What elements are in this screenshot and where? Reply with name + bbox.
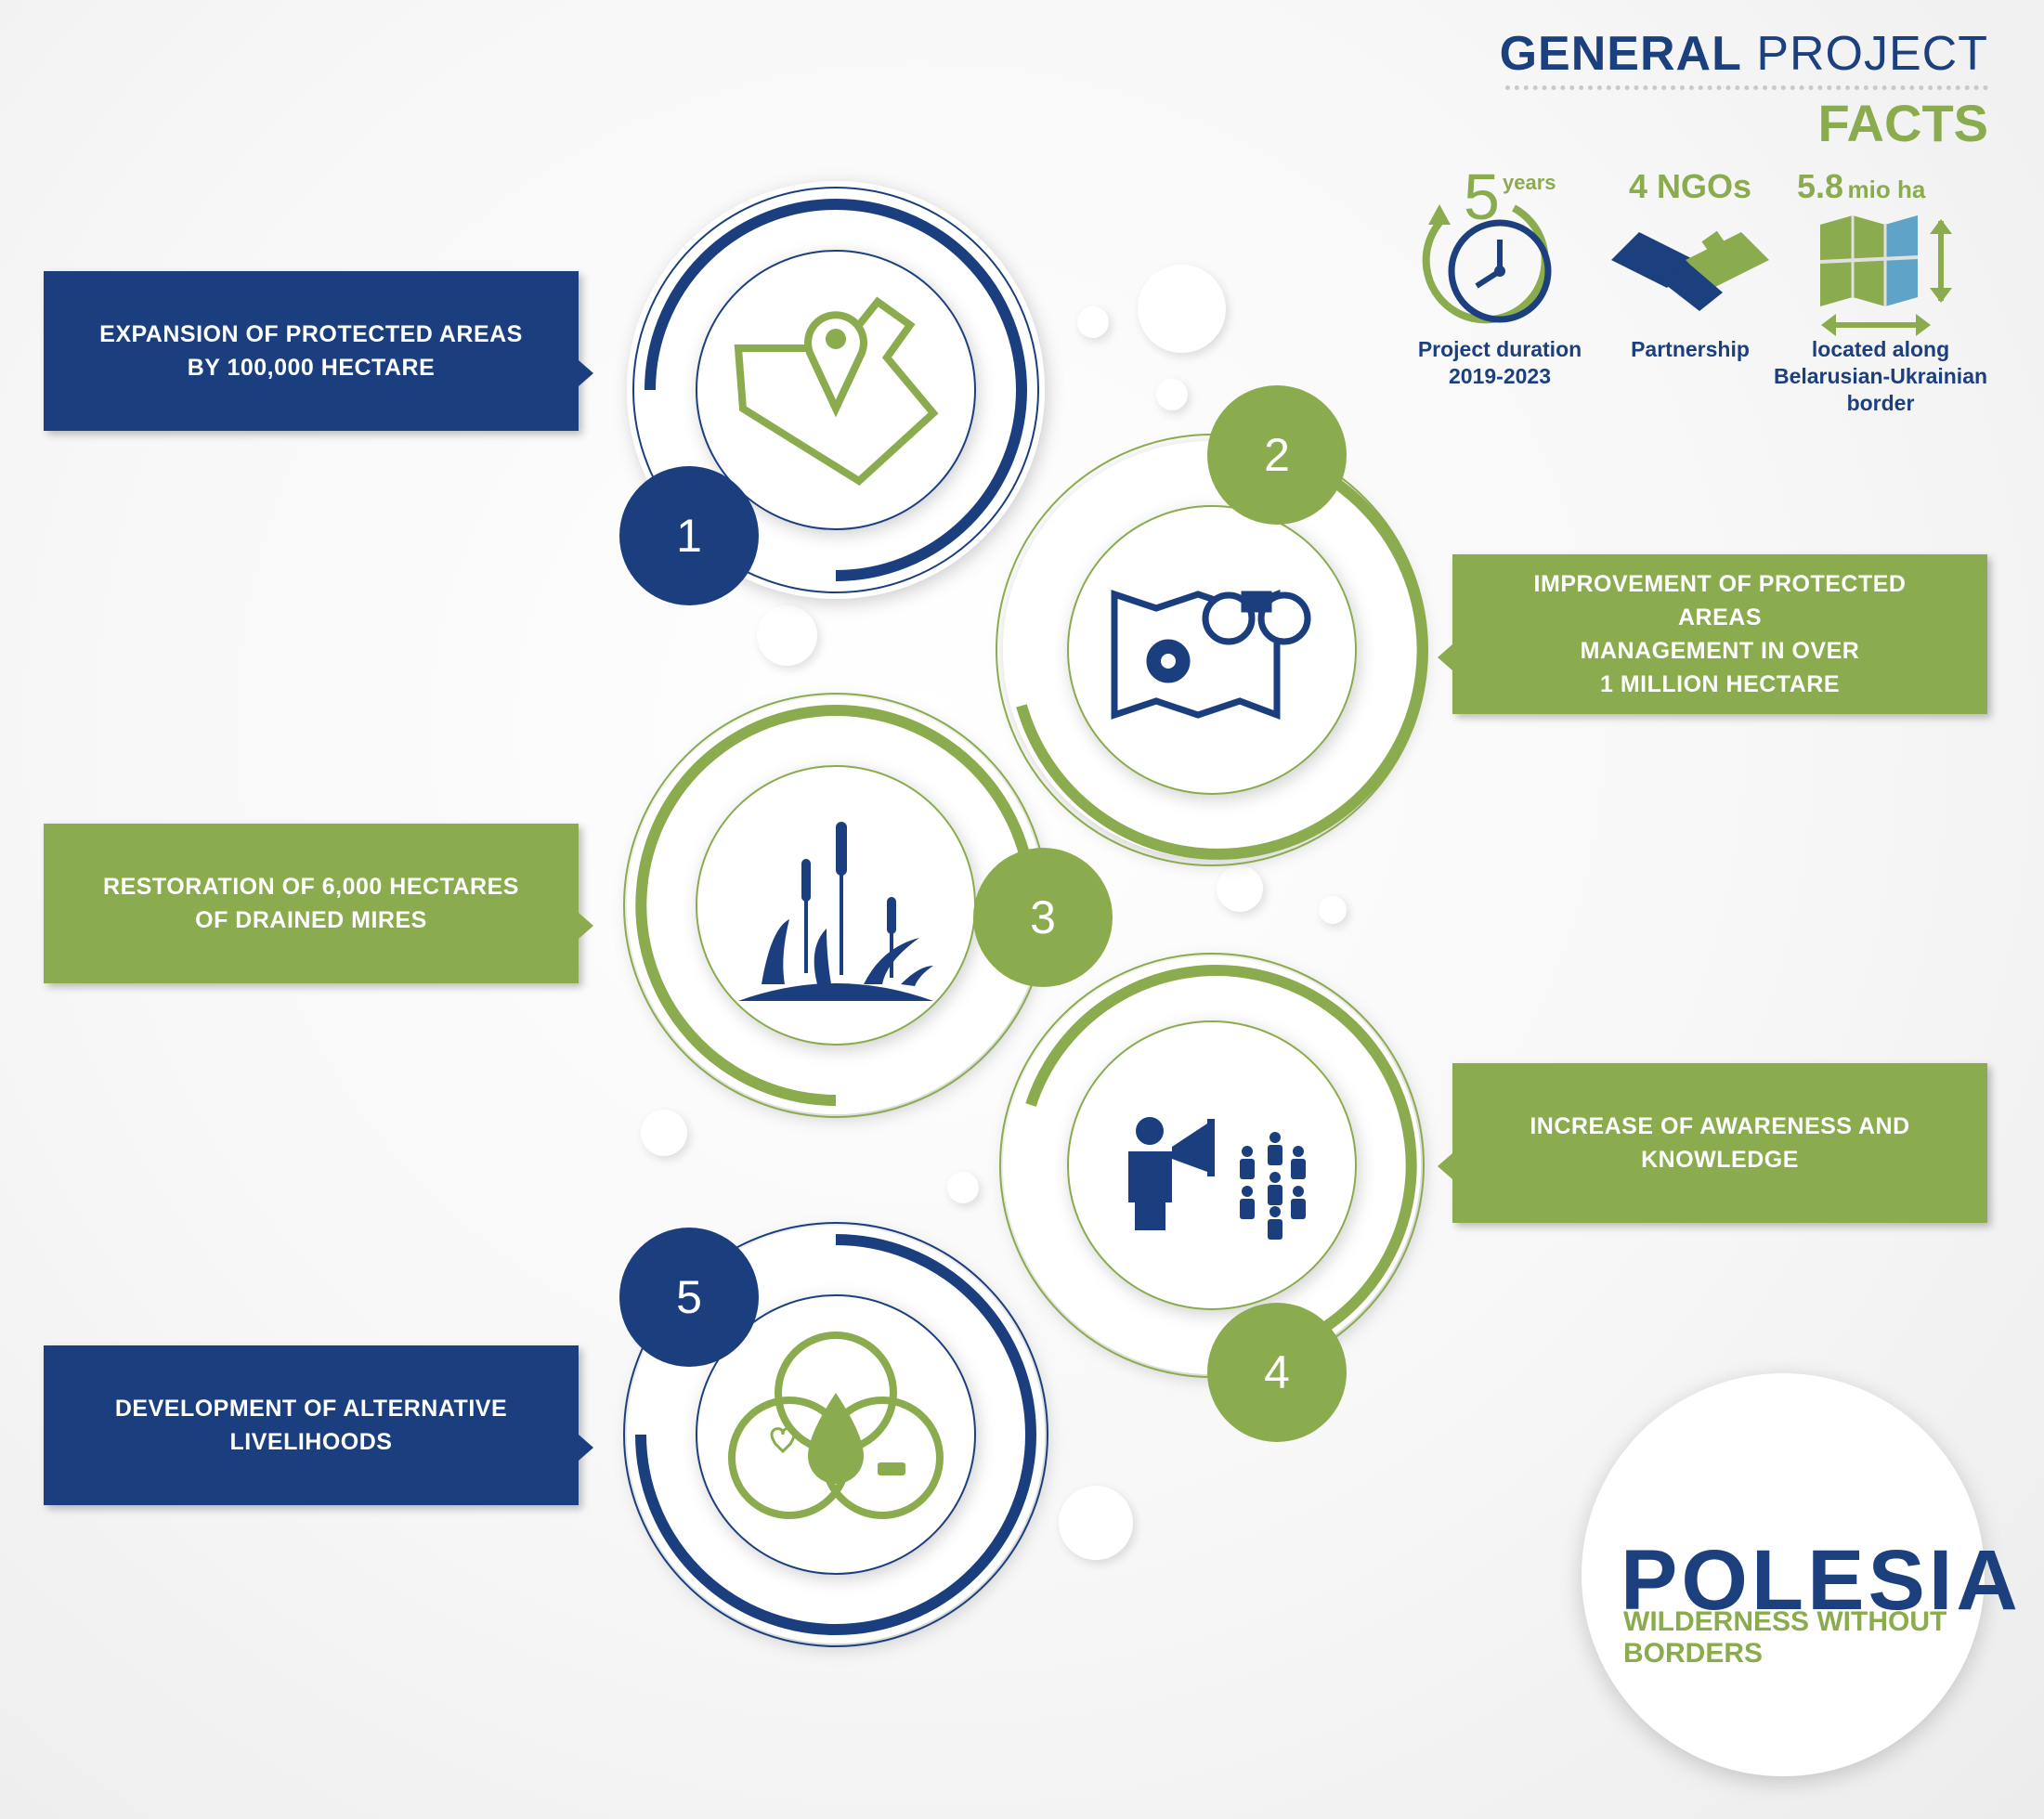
logo-tagline: WILDERNESS WITHOUT BORDERS	[1623, 1606, 1947, 1669]
area-value: 5.8 mio ha	[1797, 167, 1973, 206]
fact-duration-label: Project duration 2019-2023	[1398, 336, 1602, 390]
step-3-circle	[623, 693, 1048, 1118]
page-title: GENERAL PROJECT	[1500, 26, 1988, 82]
step-1-circle	[627, 181, 1045, 599]
step-1-box: EXPANSION OF PROTECTED AREAS BY 100,000 …	[44, 271, 579, 431]
step-1-pointer	[579, 360, 593, 386]
map-binoculars-icon	[1111, 589, 1311, 721]
decorative-bubble	[1217, 865, 1263, 912]
decorative-bubble	[757, 605, 817, 666]
step-2-line-3: 1 MILLION HECTARE	[1599, 671, 1841, 697]
map-icon	[1816, 215, 1964, 341]
fact-ngo-label: Partnership	[1631, 337, 1750, 361]
badge-number-4: 4	[1264, 1346, 1290, 1398]
step-5-line-1: DEVELOPMENT OF ALTERNATIVE	[114, 1396, 508, 1422]
step-3-box: RESTORATION OF 6,000 HECTARES OF DRAINED…	[44, 824, 579, 983]
step-4-line-2: KNOWLEDGE	[1641, 1147, 1799, 1173]
step-4-box: INCREASE OF AWARENESS AND KNOWLEDGE	[1452, 1063, 1987, 1223]
decorative-bubble	[1156, 379, 1188, 410]
step-3-pointer	[579, 913, 593, 939]
area-unit: mio ha	[1847, 175, 1926, 203]
decorative-bubble	[1319, 896, 1347, 924]
page-subtitle: FACTS	[1817, 94, 1988, 152]
megaphone-people-icon	[1128, 1117, 1306, 1240]
badge-3	[973, 848, 1113, 987]
ngo-count: 4 NGOs	[1628, 167, 1752, 205]
step-1-line-1: EXPANSION OF PROTECTED AREAS	[99, 321, 523, 347]
livelihoods-icon	[728, 1332, 944, 1519]
handshake-icon	[1611, 223, 1769, 325]
badge-4	[1207, 1303, 1347, 1442]
decorative-bubble	[1059, 1486, 1133, 1560]
badge-number-2: 2	[1264, 429, 1290, 481]
step-5-box: DEVELOPMENT OF ALTERNATIVE LIVELIHOODS	[44, 1345, 579, 1505]
title-light-word: PROJECT	[1756, 27, 1988, 81]
step-2-box: IMPROVEMENT OF PROTECTED AREAS MANAGEMEN…	[1452, 554, 1987, 714]
badge-number-5: 5	[676, 1271, 702, 1323]
badge-5	[619, 1228, 759, 1367]
duration-unit: years	[1503, 171, 1556, 194]
step-3-line-1: RESTORATION OF 6,000 HECTARES	[103, 874, 519, 900]
step-5-line-2: LIVELIHOODS	[229, 1429, 393, 1455]
step-3-line-2: OF DRAINED MIRES	[195, 907, 427, 933]
step-2-circle	[996, 434, 1428, 866]
fact-duration: 5 years	[1412, 161, 1588, 334]
decorative-bubble	[1077, 306, 1109, 338]
step-4-line-1: INCREASE OF AWARENESS AND	[1530, 1113, 1910, 1139]
step-2-line-2: MANAGEMENT IN OVER	[1580, 638, 1860, 664]
duration-label-line-1: Project duration	[1417, 337, 1582, 361]
area-label-line-3: border	[1846, 391, 1915, 415]
step-4-pointer	[1438, 1153, 1452, 1179]
step-1-line-2: BY 100,000 HECTARE	[187, 355, 436, 381]
duration-label-line-2: 2019-2023	[1449, 364, 1551, 388]
decorative-bubble	[947, 1172, 979, 1203]
step-2-line-1: IMPROVEMENT OF PROTECTED AREAS	[1533, 571, 1907, 630]
decorative-bubble	[1138, 265, 1226, 353]
map-pin-area-icon	[734, 296, 939, 486]
area-label-line-1: located along	[1811, 337, 1950, 361]
cattail-reeds-icon	[738, 822, 933, 1001]
title-divider	[1505, 85, 1988, 90]
fact-area-label: located along Belarusian-Ukrainian borde…	[1760, 336, 2001, 417]
badge-number-3: 3	[1030, 891, 1056, 943]
clock-icon	[1422, 204, 1552, 324]
step-5-pointer	[579, 1435, 593, 1461]
title-bold-word: GENERAL	[1499, 27, 1742, 81]
badge-2	[1207, 385, 1347, 525]
step-4-circle	[999, 953, 1425, 1378]
area-label-line-2: Belarusian-Ukrainian	[1773, 364, 1988, 388]
logo-wordmark: POLESIA	[1621, 1533, 2022, 1628]
badge-number-1: 1	[676, 510, 702, 562]
duration-number: 5	[1464, 161, 1500, 233]
badge-1	[619, 466, 759, 605]
step-2-pointer	[1438, 644, 1452, 670]
area-number: 5.8	[1797, 167, 1844, 205]
logo-badge	[1582, 1373, 1985, 1776]
decorative-bubble	[641, 1110, 687, 1156]
